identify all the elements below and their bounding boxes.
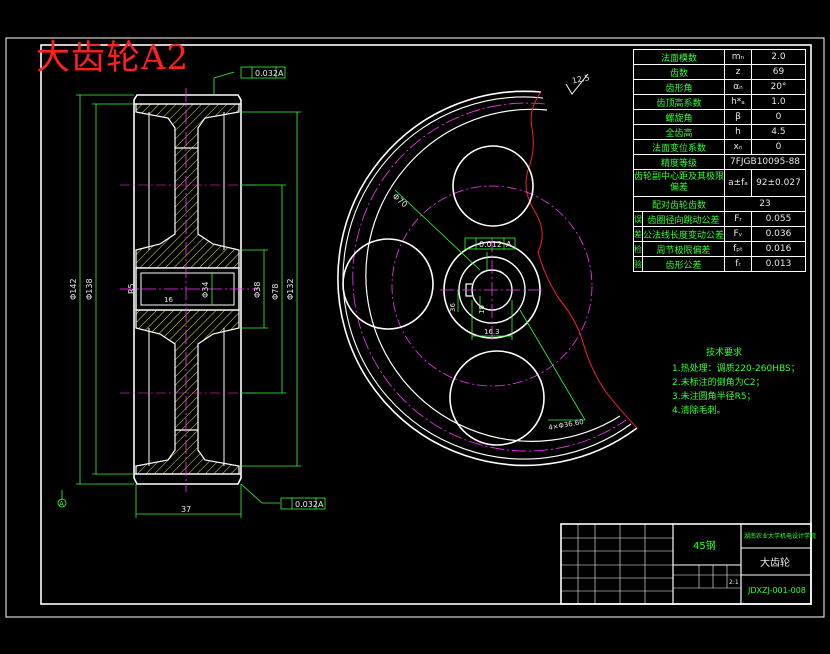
dim-d138-label: Φ138 <box>85 278 94 300</box>
param-value: 0 <box>750 109 807 125</box>
drawing-no-label: JDXZJ-001-008 <box>747 586 806 595</box>
front-view <box>337 73 638 467</box>
param-symbol: h <box>724 124 752 140</box>
title-block <box>560 523 812 605</box>
tolerance-value: 0.016 <box>750 241 807 257</box>
datum-a-label: A <box>59 500 64 508</box>
tolerance-group: 检 <box>633 241 643 257</box>
param-label: 齿顶高系数 <box>632 94 726 110</box>
param-value: 0 <box>750 139 807 155</box>
tolerance-value: 0.055 <box>750 211 807 227</box>
dim-d78-label: Φ78 <box>271 284 280 300</box>
scale-label: 2:1 <box>729 579 739 586</box>
tech-item: 1.热处理：调质220-260HBS； <box>672 364 800 374</box>
dim-d142-label: Φ142 <box>69 278 78 300</box>
tech-heading: 技术要求 <box>706 348 743 358</box>
dim-d70-label: Φ70 <box>391 192 409 209</box>
dim-key1-label: 16.3 <box>484 328 500 336</box>
dim-r-label: R5 <box>127 283 136 294</box>
tolerance-label: 公法线长度变动公差 <box>641 226 726 242</box>
param-symbol: xₙ <box>724 139 752 155</box>
dim-width-label: 37 <box>181 505 191 514</box>
param-value: 1.0 <box>750 94 807 110</box>
param-symbol: h*ₐ <box>724 94 752 110</box>
section-view <box>57 66 326 518</box>
center-value: 92±0.027 <box>750 169 807 197</box>
param-symbol: αₙ <box>724 79 752 95</box>
material-label: 45钢 <box>693 539 716 552</box>
dim-d132-label: Φ132 <box>286 278 295 300</box>
tolerance-label: 齿形公差 <box>641 256 726 272</box>
tol-top-label: 0.032 <box>255 69 278 78</box>
part-name-label: 大齿轮 <box>760 556 790 569</box>
tolerance-symbol: fₚₜ <box>724 241 752 257</box>
org-label: 湖南农业大学机电设计学院 <box>744 532 816 540</box>
outer-frame <box>5 37 825 618</box>
param-label: 螺旋角 <box>632 109 726 125</box>
mating-value: 23 <box>724 196 806 212</box>
dim-key2-label: 10 <box>478 305 486 314</box>
tol-top-datum: A <box>278 69 284 78</box>
tolerance-group: 误 <box>633 211 643 227</box>
tolerance-value: 0.036 <box>750 226 807 242</box>
tolerance-label: 齿圈径向跳动公差 <box>641 211 726 227</box>
drawing-title: 大齿轮A2 <box>36 38 190 78</box>
tech-item: 2.未标注的倒角为C2； <box>672 378 765 388</box>
tolerance-value: 0.013 <box>750 256 807 272</box>
tolerance-symbol: Fᵣ <box>724 211 752 227</box>
tech-item: 3.未注圆角半径R5； <box>672 392 756 402</box>
center-label: 齿轮副中心距及其极限偏差 <box>632 169 726 197</box>
param-symbol: β <box>724 109 752 125</box>
tech-item: 4.清除毛刺。 <box>672 406 726 416</box>
tol-key-datum: A <box>506 240 512 249</box>
dim-d34-label: Φ34 <box>201 282 210 298</box>
dim-d38-label: Φ38 <box>253 282 262 298</box>
param-symbol: z <box>724 64 752 80</box>
param-label: 法面变位系数 <box>632 139 726 155</box>
tol-bottom-label: 0.032 <box>295 500 318 509</box>
precision-label: 精度等级 <box>632 154 726 170</box>
inner-frame <box>40 44 812 605</box>
param-label: 齿形角 <box>632 79 726 95</box>
center-symbol: a±fₐ <box>724 169 752 197</box>
tolerance-group: 验 <box>633 256 643 272</box>
tolerance-group: 差 <box>633 226 643 242</box>
param-value: 4.5 <box>750 124 807 140</box>
precision-value: 7FJGB10095-88 <box>724 154 806 170</box>
dim-36-label: 36 <box>449 303 457 312</box>
tol-key-label: 0.012 <box>479 240 502 249</box>
param-value: 69 <box>750 64 807 80</box>
tolerance-label: 周节极限偏差 <box>641 241 726 257</box>
roughness-label: 12.5 <box>571 73 590 86</box>
tolerance-symbol: Fᵥ <box>724 226 752 242</box>
technical-requirements: 技术要求 1.热处理：调质220-260HBS； 2.未标注的倒角为C2； 3.… <box>672 346 800 418</box>
tolerance-symbol: fᵣ <box>724 256 752 272</box>
param-value: 20° <box>750 79 807 95</box>
param-value: 2.0 <box>750 49 807 65</box>
param-symbol: mₙ <box>724 49 752 65</box>
param-label: 全齿高 <box>632 124 726 140</box>
tol-bottom-datum: A <box>318 500 324 509</box>
mating-label: 配对齿轮齿数 <box>632 196 726 212</box>
param-label: 法面模数 <box>632 49 726 65</box>
dim-16-label: 16 <box>164 296 173 304</box>
param-label: 齿数 <box>632 64 726 80</box>
